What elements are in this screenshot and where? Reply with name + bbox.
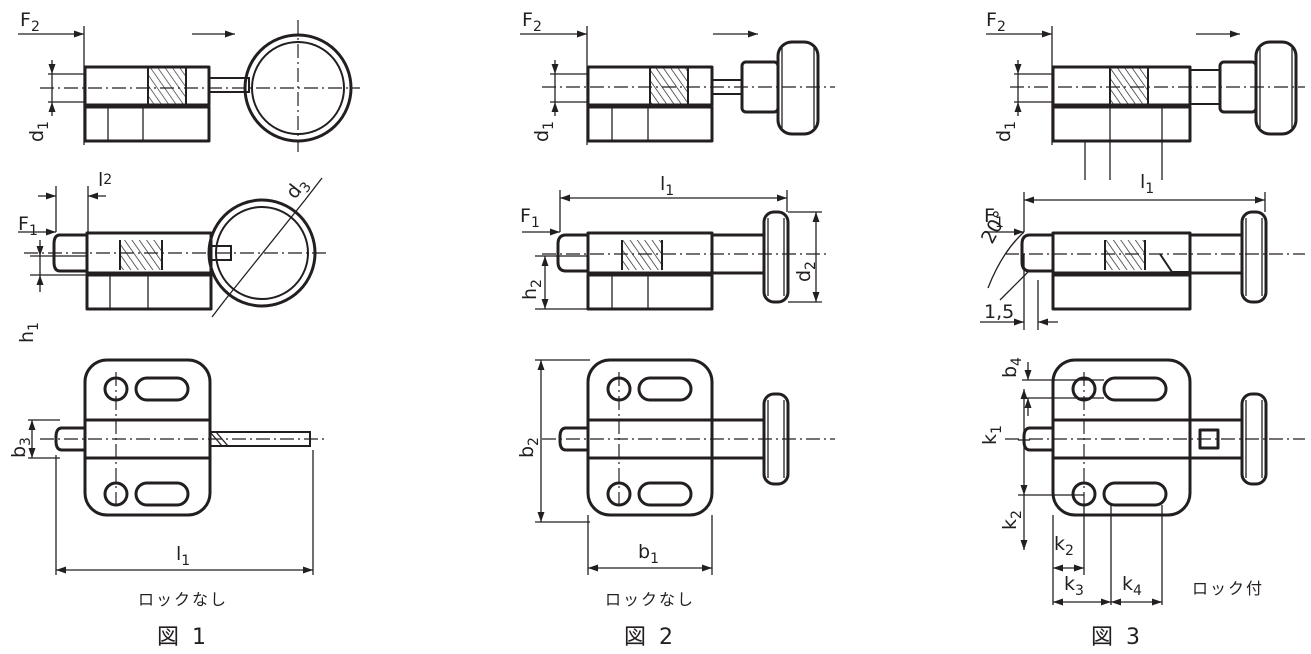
- fig2-label-h2: h2: [519, 279, 545, 300]
- fig3-lock-caption: ロック付: [1192, 579, 1264, 598]
- fig2-top-view: [520, 26, 835, 145]
- fig3-label-k1: k1: [979, 425, 1005, 445]
- fig2-label-l1: l1: [660, 173, 674, 199]
- fig2-side-view: [522, 190, 830, 311]
- fig1-label-b3: b3: [8, 437, 34, 458]
- fig3-top-view: [986, 26, 1305, 180]
- fig3-label-b4: b4: [999, 357, 1025, 378]
- fig1-lock-caption: ロックなし: [138, 590, 228, 609]
- fig2-lock-caption: ロックなし: [605, 590, 695, 609]
- fig2-label-f1: F1: [520, 205, 540, 231]
- fig1-front-view: [28, 358, 325, 575]
- fig3-side-view: [980, 192, 1305, 330]
- fig3-label-d1: d1: [993, 121, 1019, 142]
- fig3-label-k4: k4: [1122, 573, 1142, 599]
- fig3-label-k3: k3: [1064, 573, 1084, 599]
- fig1-label-f2: F2: [20, 9, 40, 35]
- fig2-label-b2: b2: [516, 437, 542, 458]
- fig1-label-h1: h1: [16, 322, 42, 343]
- fig3-label-f2: F2: [986, 9, 1006, 35]
- fig2-label-d2: d2: [793, 261, 819, 282]
- fig1-side-view: [18, 177, 330, 318]
- fig1-label-d1: d1: [26, 121, 52, 142]
- fig2-front-view: [535, 358, 835, 575]
- fig2-label-b1: b1: [638, 541, 659, 567]
- figure-2: F2 F1 l1 d1 d2 h2 b2 b1 ロックなし 図 2: [516, 9, 835, 650]
- fig2-label-d1: d1: [531, 121, 557, 142]
- figure-3: F2 F1 l1 d1 20° 1,5 b4 k1 k2 k2 k3 k4 ロッ…: [977, 9, 1305, 650]
- fig2-label-f2: F2: [522, 9, 542, 35]
- fig1-label-l1: l1: [176, 543, 190, 569]
- figure-1: F2 F1 l2 d1 h1 d3 b3 l1 ロックなし 図 1: [8, 9, 360, 650]
- fig1-caption: 図 1: [157, 625, 209, 650]
- fig1-top-view: [18, 20, 360, 152]
- fig3-caption: 図 3: [1091, 625, 1143, 650]
- fig2-caption: 図 2: [624, 625, 676, 650]
- fig3-label-offset: 1,5: [984, 301, 1014, 323]
- fig3-label-k2-vertical: k2: [999, 510, 1025, 530]
- fig1-label-d3: d3: [282, 173, 315, 206]
- fig3-front-view: [1005, 358, 1305, 606]
- fig3-label-f1: F1: [984, 205, 1004, 231]
- fig3-label-k2-horizontal: k2: [1054, 533, 1074, 559]
- fig1-label-f1: F1: [18, 213, 38, 239]
- fig3-label-l1: l1: [1140, 171, 1154, 197]
- fig1-label-l2: l2: [98, 169, 112, 191]
- fig3-label-angle: 20°: [977, 207, 1012, 247]
